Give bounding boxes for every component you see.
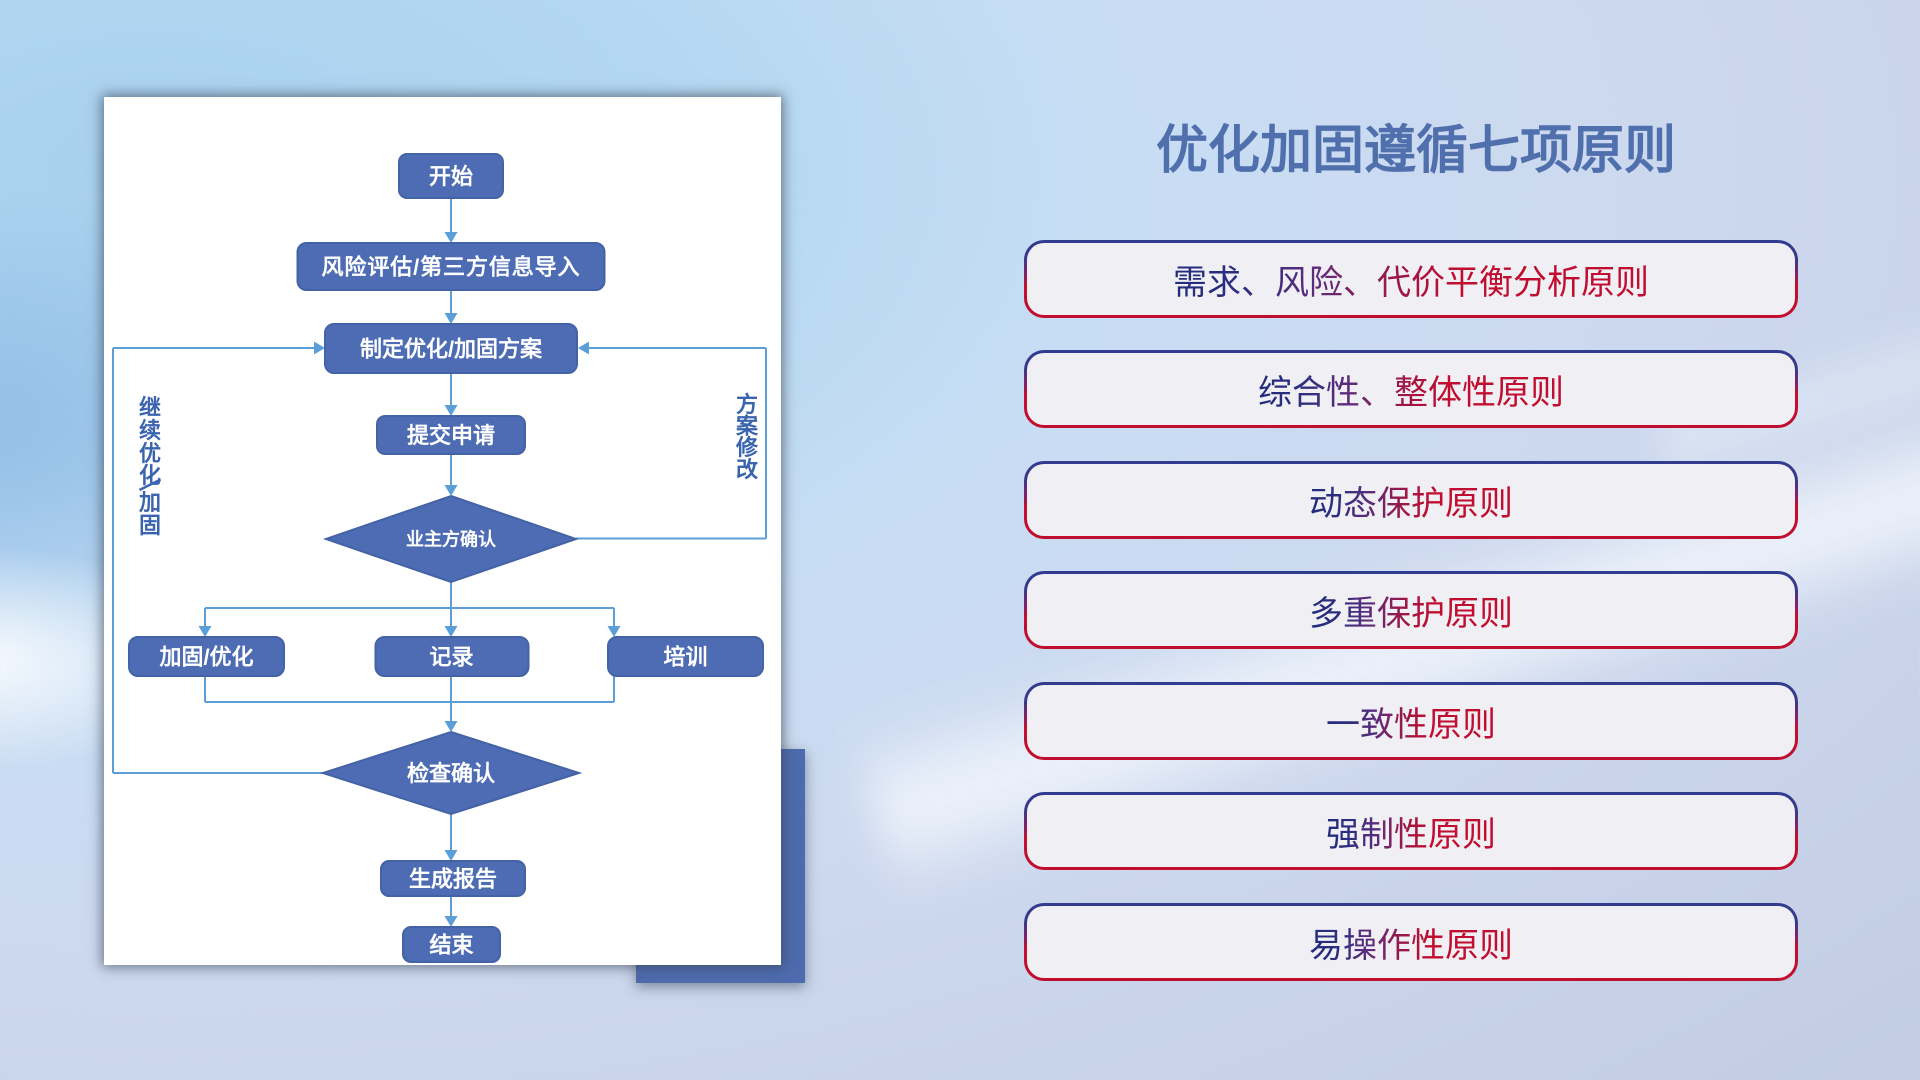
svg-text:结束: 结束	[429, 933, 474, 958]
svg-text:开始: 开始	[429, 164, 473, 189]
svg-text:续: 续	[139, 418, 161, 443]
svg-text:提交申请: 提交申请	[407, 423, 495, 448]
svg-text:检查确认: 检查确认	[407, 761, 495, 786]
svg-text:制定优化/加固方案: 制定优化/加固方案	[360, 337, 543, 362]
svg-text:方: 方	[736, 392, 758, 417]
svg-text:记录: 记录	[429, 645, 473, 670]
svg-text:固: 固	[139, 513, 161, 538]
svg-text:案: 案	[735, 414, 759, 439]
svg-text:风险评估/第三方信息导入: 风险评估/第三方信息导入	[322, 255, 581, 280]
svg-text:继: 继	[139, 395, 161, 420]
svg-text:加固/优化: 加固/优化	[158, 645, 253, 670]
svg-text:业主方确认: 业主方确认	[406, 529, 497, 550]
svg-text:修: 修	[735, 435, 759, 460]
svg-text:生成报告: 生成报告	[409, 867, 497, 892]
svg-text:培训: 培训	[663, 645, 707, 670]
svg-text:加: 加	[138, 490, 161, 515]
svg-text:改: 改	[736, 457, 759, 482]
svg-text:优: 优	[139, 441, 161, 466]
